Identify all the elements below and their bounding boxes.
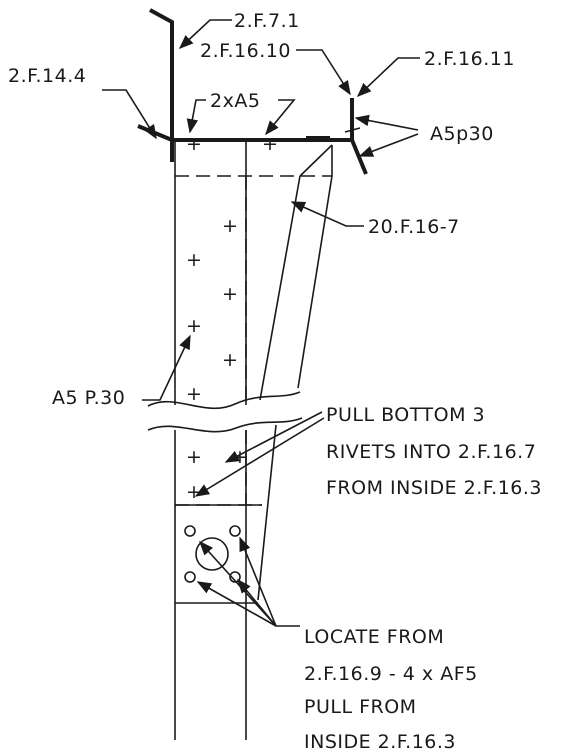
member-2f1611-angle <box>350 98 368 175</box>
note-locate-line4: INSIDE 2.F.16.3 <box>304 731 456 753</box>
rivet-mark: + <box>186 481 202 503</box>
top-frame-section <box>137 8 368 175</box>
rivet-mark: + <box>186 383 202 405</box>
leader-pull-bottom-2 <box>194 417 325 497</box>
label-2f1610: 2.F.16.10 <box>200 40 291 62</box>
leader-locate-4 <box>237 578 277 627</box>
rib-diagonal-top <box>299 144 333 177</box>
label-2f144: 2.F.14.4 <box>8 65 86 87</box>
callout-labels: 2.F.7.1 2.F.16.10 2.F.16.11 2.F.14.4 2xA… <box>8 10 542 753</box>
leader-a5p30-side <box>142 334 191 401</box>
hole-af5 <box>184 571 196 583</box>
label-a5p30-side: A5 P.30 <box>52 387 125 409</box>
rivet-mark: + <box>262 133 278 155</box>
note-locate-line3: PULL FROM <box>304 696 417 718</box>
break-lines <box>147 391 303 433</box>
leader-2xa5-right <box>265 99 296 136</box>
rivet-mark: + <box>186 133 202 155</box>
rib-inner-line <box>259 175 301 401</box>
hole-af5 <box>229 525 241 537</box>
rivet-mark: + <box>222 283 238 305</box>
leader-2f71 <box>178 19 232 49</box>
rib-outer-line <box>297 175 333 389</box>
rib-lower-line <box>257 424 277 601</box>
label-a5p30: A5p30 <box>430 123 494 145</box>
leader-20f167 <box>290 201 364 227</box>
rivet-group-upper: + + + + + + + + <box>186 133 278 405</box>
label-2f1611: 2.F.16.11 <box>424 48 515 70</box>
note-pull-bottom-line3: FROM INSIDE 2.F.16.3 <box>326 477 542 499</box>
rivet-mark: + <box>186 315 202 337</box>
leader-2f1610 <box>296 49 351 96</box>
plate-holes <box>184 525 241 583</box>
leader-2xa5-left <box>186 99 206 134</box>
leader-lines <box>102 19 420 627</box>
leader-a5p30-lower <box>358 133 419 157</box>
member-2f71-outline <box>149 8 174 140</box>
rivet-mark: + <box>186 249 202 271</box>
note-locate-line1: LOCATE FROM <box>304 626 444 648</box>
rivet-mark: + <box>222 215 238 237</box>
label-2f71: 2.F.7.1 <box>234 10 300 32</box>
main-panel <box>174 140 333 405</box>
leader-locate-3 <box>196 581 277 627</box>
note-pull-bottom-line2: RIVETS INTO 2.F.16.7 <box>326 441 536 463</box>
leader-pull-bottom-1 <box>224 411 323 463</box>
break-line-lower <box>147 417 303 433</box>
note-locate-line2: 2.F.16.9 - 4 x AF5 <box>304 663 478 685</box>
leader-2f144 <box>102 89 157 140</box>
angle-small-lip <box>344 127 361 133</box>
break-line-upper <box>147 391 301 409</box>
leader-locate-2 <box>239 536 277 627</box>
hole-af5 <box>184 525 196 537</box>
label-2xa5: 2xA5 <box>210 90 260 112</box>
rivet-mark: + <box>186 446 202 468</box>
label-20f167: 20.F.16-7 <box>368 216 460 238</box>
rivet-mark: + <box>222 349 238 371</box>
leader-2f1611 <box>356 57 420 97</box>
leader-a5p30-upper <box>354 114 419 131</box>
note-pull-bottom-line1: PULL BOTTOM 3 <box>326 404 485 426</box>
